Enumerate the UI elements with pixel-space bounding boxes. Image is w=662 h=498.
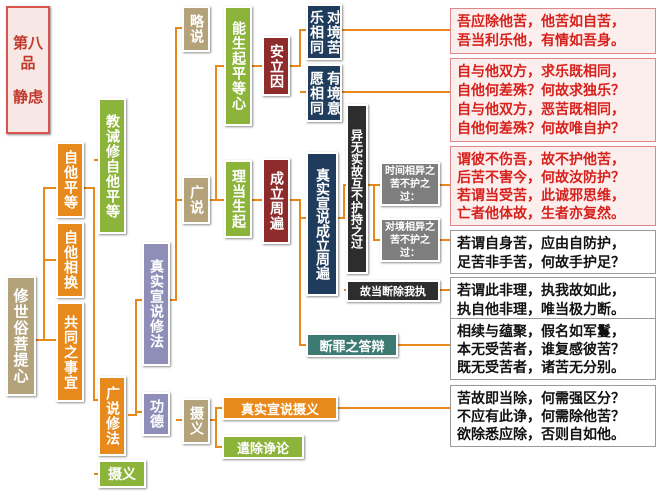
node-zitapingdeng: 自他平等 [56,142,84,218]
quote-line: 欲除悉应除，否则自如他。 [457,427,625,443]
quote-line: 苦故即当除，何需强区分？ [457,391,625,407]
node-nengsheng: 能生起平等心 [224,6,252,126]
quote-line: 既无受苦者，诸苦无分别。 [457,360,625,376]
node-chengli: 成立周遍 [262,158,290,244]
node-gongde: 功德 [142,392,170,436]
quote-box-6: 相续与蕴聚，假名如军鬘， 本无受苦者，谁复感彼苦？ 既无受苦者，诸苦无分别。 [450,318,656,380]
node-jiaojie: 教诫修自他平等 [98,98,126,234]
chapter-title: 第八品 静虑 [6,6,50,134]
quote-box-5: 若谓此非理，执我故如此， 执自他非理，唯当极力断。 [450,277,656,321]
quote-line: 吾应除他苦，他苦如自苦， [457,14,625,30]
shijian-label: 时间相异之苦不护之过： [385,165,435,203]
quote-line: 若谓自身苦，应由自防护， [457,236,625,252]
node-xiushi: 修世俗菩提心 [6,276,36,396]
quote-box-2: 自与他双方，求乐既相同， 自他何差殊？何故求独乐？ 自与他双方，恶苦既相同， 自… [450,58,656,142]
node-zhenshi-zhoubian: 真实宣说成立周遍 [306,152,338,296]
quote-line: 自与他双方，恶苦既相同， [457,102,625,118]
quote-line: 执自他非理，唯当极力断。 [457,302,625,318]
quote-line: 足苦非手苦，何故手护足？ [457,255,625,271]
quote-box-4: 若谓自身苦，应由自防护， 足苦非手苦，何故手护足？ [450,230,656,274]
quote-box-1: 吾应除他苦，他苦如自苦， 吾当利乐他，有情如吾身。 [450,8,656,54]
quote-line: 自与他双方，求乐既相同， [457,64,625,80]
quote-line: 谓彼不伤吾，故不护他苦， [457,152,625,168]
node-duijing: 对境苦乐相同 [306,4,342,60]
quote-line: 相续与蕴聚，假名如军鬘， [457,324,625,340]
chapter-name: 静虑 [12,88,43,106]
node-qianchu: 遣除诤论 [222,435,304,459]
quote-line: 若谓此非理，执我故如此， [457,283,625,299]
quote-line: 不应有此诤，何需除他苦？ [457,409,625,425]
node-shijian-xiangyi: 时间相异之苦不护之过： [380,162,440,206]
node-guangshuo-xiufa: 广说修法 [98,376,126,456]
node-gudang: 故当断除我执 [346,280,440,302]
node-sheyi-bottom: 摄义 [98,460,146,488]
node-zhenshi-xuanshuo: 真实宣说修法 [142,242,170,366]
node-sheyi-mid: 摄义 [182,398,210,444]
quote-line: 自他何差殊？何故唯自护？ [457,121,625,137]
node-youjing: 有境意愿相同 [306,64,342,122]
quote-line: 亡者他体故，生者亦复然。 [457,206,625,222]
node-anliyin: 安立因 [262,36,290,96]
quote-line: 自他何差殊？何故求独乐？ [457,83,625,99]
quote-line: 后苦不害今，何故汝防护？ [457,170,625,186]
node-yiwushi: 异无实故互不护持之过 [346,104,368,274]
quote-line: 本无受苦者，谁复感彼苦？ [457,342,625,358]
node-lueshuo: 略说 [182,6,210,52]
node-guangshuo: 广说 [182,176,210,224]
quote-box-7: 苦故即当除，何需强区分？ 不应有此诤，何需除他苦？ 欲除悉应除，否则自如他。 [450,385,656,447]
node-zitaxianghuan: 自他相换 [56,222,84,298]
quote-line: 吾当利乐他，有情如吾身。 [457,33,625,49]
quote-box-3: 谓彼不伤吾，故不护他苦， 后苦不害今，何故汝防护？ 若谓当受苦，此诚邪思维， 亡… [450,146,656,226]
node-duijing-xiangyi: 对境相异之苦不护之过： [380,218,440,262]
node-zhenshi-sheyi: 真实宣说摄义 [222,396,338,420]
duijing-xiangyi-label: 对境相异之苦不护之过： [385,221,435,259]
node-lidang: 理当生起 [224,160,252,238]
chapter-number: 第八品 [12,34,43,72]
node-duanzui: 断罪之答辩 [306,333,398,357]
quote-line: 若谓当受苦，此诚邪思维， [457,188,625,204]
node-gongtongzhishiyi: 共同之事宜 [56,302,84,402]
